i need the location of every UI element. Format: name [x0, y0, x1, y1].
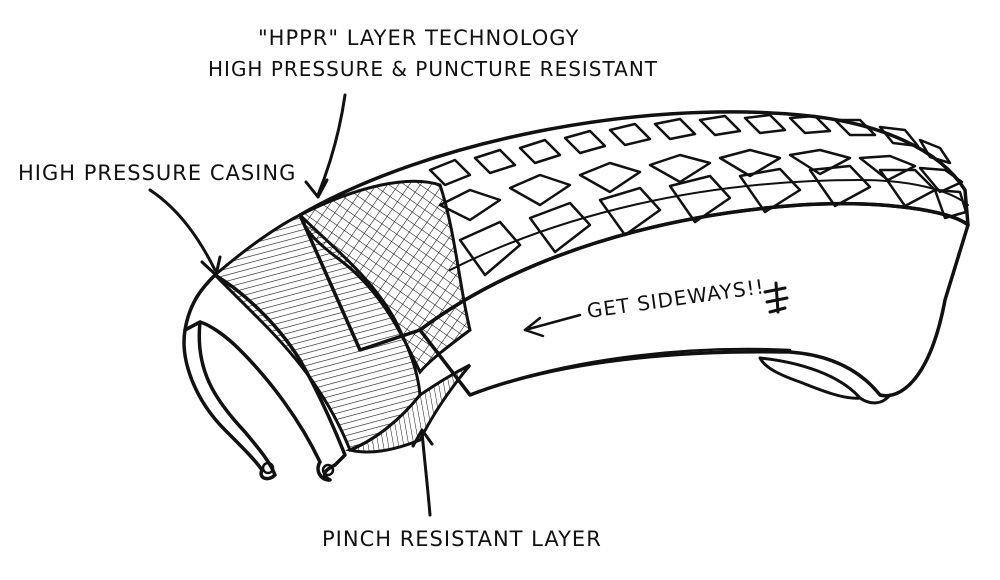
hppr-subtitle-label: HIGH PRESSURE & PUNCTURE RESISTANT: [208, 57, 658, 81]
hppr-title-label: "HPPR" LAYER TECHNOLOGY: [258, 26, 579, 50]
pinch-label: PINCH RESISTANT LAYER: [322, 527, 602, 551]
tread-pattern: [428, 113, 968, 277]
tire-body: [298, 110, 970, 405]
hppr-arrow: [304, 93, 347, 199]
brand-logo-icon: [763, 281, 789, 314]
tire-opening: [182, 273, 347, 482]
casing-label: HIGH PRESSURE CASING: [18, 161, 296, 185]
sidewall-label: GET SIDEWAYS!!: [585, 274, 766, 323]
pinch-layer: [345, 363, 472, 454]
casing-arrow: [148, 188, 222, 277]
pinch-arrow: [411, 428, 434, 517]
arrow-left-icon: [523, 313, 582, 338]
